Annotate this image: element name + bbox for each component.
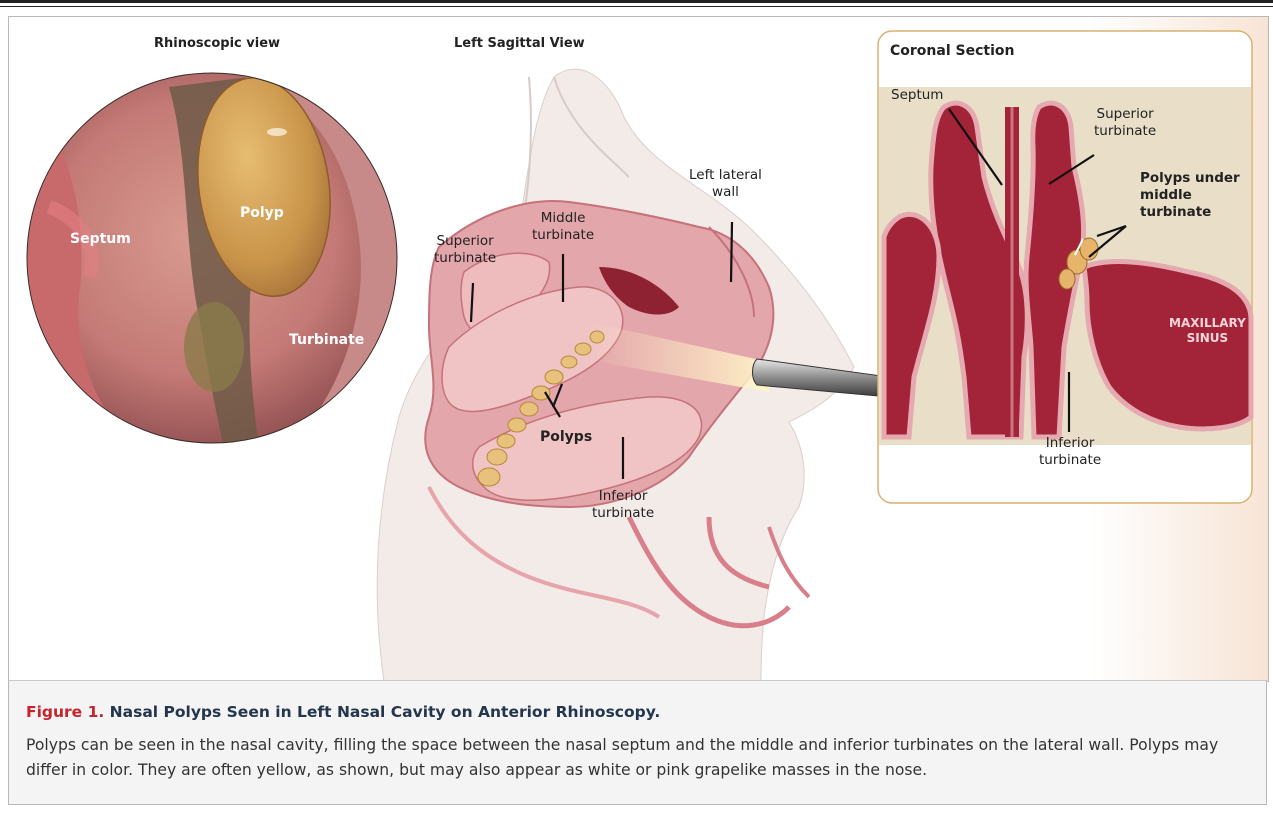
sagittal-polyps-label: Polyps — [540, 429, 592, 446]
coronal-heading: Coronal Section — [890, 43, 1014, 60]
label-line: middle — [1140, 187, 1240, 204]
label-line: turbinate — [1094, 123, 1156, 140]
label-line: Superior — [434, 233, 496, 250]
label-line: SINUS — [1169, 331, 1246, 346]
label-line: turbinate — [532, 227, 594, 244]
coronal-inferior-turbinate-label: Inferior turbinate — [1039, 435, 1101, 469]
rhinoscopic-heading: Rhinoscopic view — [154, 35, 280, 52]
label-line: Inferior — [592, 488, 654, 505]
coronal-polyps-label: Polyps under middle turbinate — [1140, 170, 1240, 221]
top-rule-thin — [0, 6, 1273, 7]
label-line: Left lateral — [689, 167, 762, 184]
label-line: MAXILLARY — [1169, 316, 1246, 331]
sagittal-lateral-wall-label: Left lateral wall — [689, 167, 762, 201]
label-line: Inferior — [1039, 435, 1101, 452]
rhinoscopic-septum-label: Septum — [70, 231, 131, 248]
label-line: turbinate — [1140, 204, 1240, 221]
figure-number: Figure 1. — [26, 703, 104, 721]
rhinoscopic-turbinate-label: Turbinate — [289, 332, 364, 349]
label-line: Superior — [1094, 106, 1156, 123]
coronal-septum-label: Septum — [891, 87, 943, 104]
label-line: Polyps under — [1140, 170, 1240, 187]
rhinoscopic-polyp-label: Polyp — [240, 205, 284, 222]
label-line: turbinate — [434, 250, 496, 267]
label-line: turbinate — [592, 505, 654, 522]
sagittal-superior-turbinate-label: Superior turbinate — [434, 233, 496, 267]
label-line: wall — [689, 184, 762, 201]
sagittal-middle-turbinate-label: Middle turbinate — [532, 210, 594, 244]
coronal-maxillary-sinus-label: MAXILLARY SINUS — [1169, 316, 1246, 346]
label-line: Middle — [532, 210, 594, 227]
figure-panel: Rhinoscopic view Left Sagittal View Coro… — [8, 16, 1269, 682]
coronal-superior-turbinate-label: Superior turbinate — [1094, 106, 1156, 140]
label-line: turbinate — [1039, 452, 1101, 469]
caption-body: Polyps can be seen in the nasal cavity, … — [26, 733, 1251, 783]
caption-title: Figure 1. Nasal Polyps Seen in Left Nasa… — [26, 703, 660, 721]
figure-caption: Figure 1. Nasal Polyps Seen in Left Nasa… — [8, 680, 1267, 805]
sagittal-heading: Left Sagittal View — [454, 35, 585, 52]
caption-title-text: Nasal Polyps Seen in Left Nasal Cavity o… — [110, 703, 661, 721]
sagittal-inferior-turbinate-label: Inferior turbinate — [592, 488, 654, 522]
figure-artwork — [9, 17, 1268, 681]
top-rule — [0, 0, 1273, 3]
